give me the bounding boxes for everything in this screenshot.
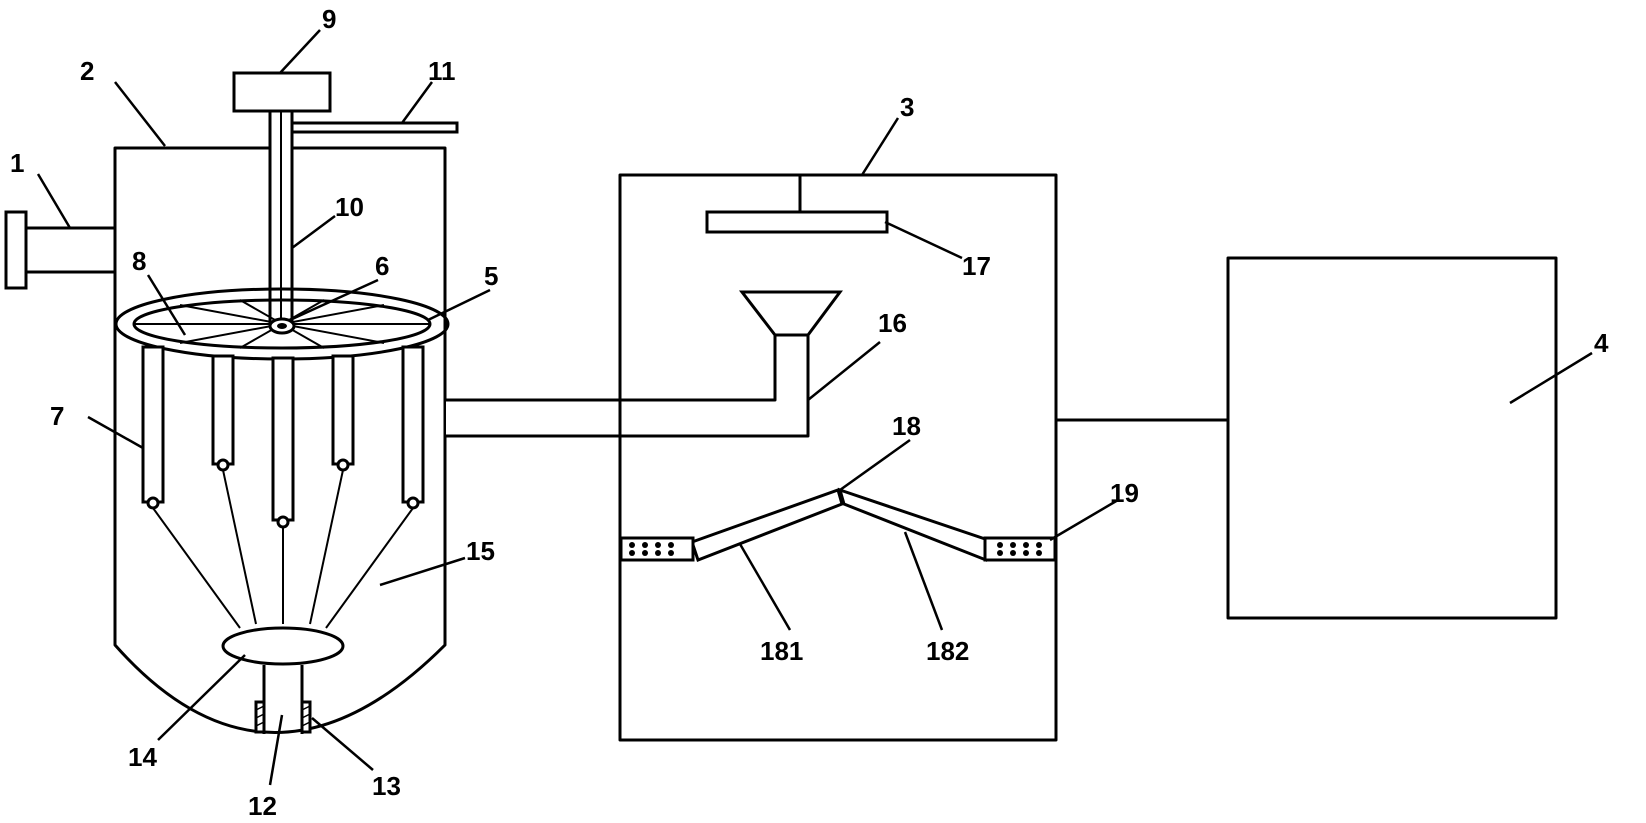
outlet-12 [262, 665, 304, 734]
label-18: 18 [892, 411, 921, 441]
sprayer-17 [705, 175, 889, 234]
filter-19-left [619, 536, 695, 562]
label-1: 1 [10, 148, 24, 178]
seal-13 [254, 700, 312, 734]
label-6: 6 [375, 251, 389, 281]
pipe-16 [446, 335, 810, 438]
vessel-2 [113, 146, 447, 734]
cables-15 [152, 469, 414, 629]
baffle-181 [690, 488, 844, 562]
plate-14 [221, 626, 345, 666]
funnel-16 [738, 290, 843, 337]
hub-6 [268, 317, 296, 335]
shaft-10 [268, 109, 294, 328]
label-2: 2 [80, 56, 94, 86]
filter-19-dots [629, 542, 1042, 556]
filter-19-right [983, 536, 1057, 562]
label-11: 11 [428, 56, 456, 86]
label-14: 14 [128, 742, 157, 772]
label-181: 181 [760, 636, 803, 666]
label-3: 3 [900, 92, 914, 122]
label-16: 16 [878, 308, 907, 338]
label-19: 19 [1110, 478, 1139, 508]
label-182: 182 [926, 636, 969, 666]
label-12: 12 [248, 791, 277, 821]
leader-lines [36, 29, 1593, 786]
unit-4 [1226, 256, 1558, 620]
label-5: 5 [484, 261, 498, 291]
label-4: 4 [1594, 328, 1609, 358]
motor-9 [232, 71, 332, 113]
label-17: 17 [962, 251, 991, 281]
inlet-pipe-1 [4, 210, 117, 290]
labels: 1 2 3 4 5 6 7 8 9 10 11 12 13 14 15 16 1… [10, 4, 1609, 821]
bracket-11 [290, 121, 459, 134]
label-9: 9 [322, 4, 336, 34]
label-8: 8 [132, 246, 146, 276]
rods-7 [141, 345, 425, 522]
baffle-182 [837, 487, 997, 562]
label-15: 15 [466, 536, 495, 566]
label-7: 7 [50, 401, 64, 431]
label-10: 10 [335, 192, 364, 222]
label-13: 13 [372, 771, 401, 801]
